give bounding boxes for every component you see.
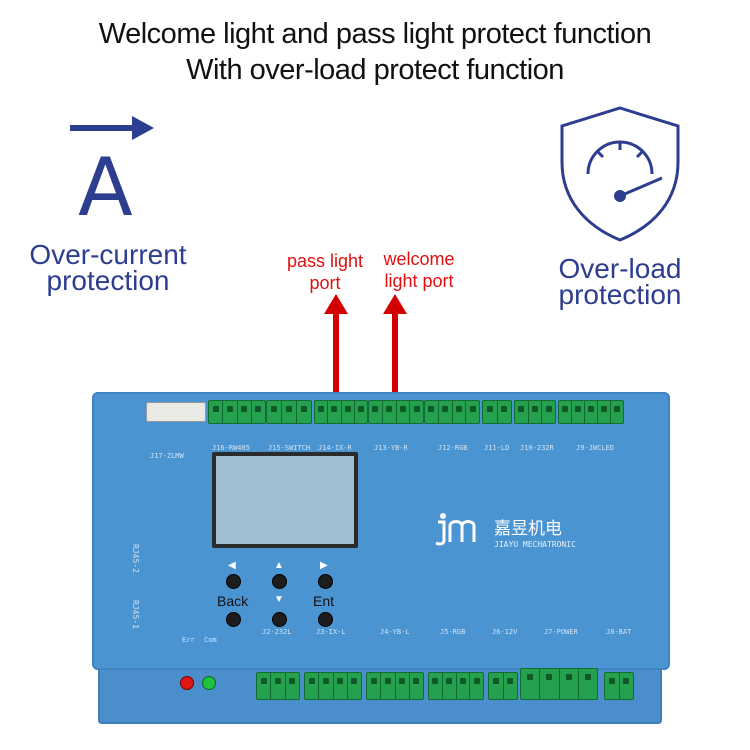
label-j12: J12-RGB [438,444,468,452]
welcome-light-port-label: welcome light port [364,248,474,292]
right-button[interactable] [318,574,333,589]
pass-light-port-label: pass light port [270,250,380,294]
bottom-terminal-1 [256,672,300,700]
label-rj45-2: RJ45-2 [131,544,140,573]
top-terminal-5 [424,400,480,424]
top-terminal-6 [482,400,512,424]
over-current-label: Over-current protection [8,239,208,296]
label-j6: J6-12V [492,628,518,636]
bottom-terminal-2 [304,672,362,700]
top-terminal-4 [368,400,424,424]
brand-name-en: JIAYU MECHATRONIC [494,540,576,549]
welcome-light-arrow-icon [381,294,409,398]
ent-button[interactable] [318,612,333,627]
label-j5: J5-RGB [440,628,466,636]
label-j14: J14-IX-R [318,444,352,452]
pass-light-line-1: pass light [286,251,364,271]
label-j8: J8-BAT [606,628,632,636]
label-j16: J16-RW485 [212,444,250,452]
label-j17: J17-ZLMW [150,452,184,460]
bottom-terminal-3 [366,672,424,700]
welcome-light-line-2: light port [384,271,454,291]
bottom-terminal-4 [428,672,484,700]
label-com: Com [204,636,217,644]
lcd-screen [212,452,358,548]
arrow-right-icon [68,114,154,144]
top-terminal-7 [514,400,556,424]
shield-gauge-icon [550,104,690,244]
top-terminal-2 [266,400,312,424]
brand-name-cn: 嘉昱机电 [494,519,562,539]
over-current-line-1: Over-current [29,239,187,270]
label-j2: J2-232L [262,628,292,636]
top-terminal-8 [558,400,624,424]
down-arrow-icon: ▼ [274,594,284,605]
top-terminal-3 [314,400,368,424]
bottom-terminal-7 [604,672,634,700]
label-rj45-1: RJ45-1 [131,600,140,629]
back-label: Back [217,593,249,609]
label-err: Err [182,636,195,644]
label-j3: J3-IX-L [316,628,346,636]
up-arrow-icon: ▲ [274,560,284,571]
welcome-light-line-1: welcome [383,249,455,269]
up-button[interactable] [272,574,287,589]
ampere-symbol: A [78,141,133,234]
over-current-line-2: protection [46,265,170,296]
heading-line-1: Welcome light and pass light protect fun… [98,18,652,50]
heading-line-2: With over-load protect function [186,54,564,86]
bottom-terminal-6 [520,668,598,700]
controller-board [92,392,670,670]
label-j11: J11-LD [484,444,510,452]
back-button[interactable] [226,612,241,627]
top-terminal-1 [208,400,266,424]
err-led-icon [180,676,194,690]
white-pin-header [146,402,206,422]
down-button[interactable] [272,612,287,627]
over-load-line-2: protection [558,279,682,310]
label-j13: J13-YB-R [374,444,408,452]
left-button[interactable] [226,574,241,589]
bottom-terminal-5 [488,672,518,700]
label-j10: J10-232R [520,444,554,452]
right-arrow-icon: ▶ [320,560,328,571]
jm-logo-icon [434,512,488,546]
over-load-label: Over-load protection [520,253,720,310]
label-j9: J9-JWCLED [576,444,614,452]
label-j4: J4-YB-L [380,628,410,636]
pass-light-arrow-icon [322,294,350,398]
left-arrow-icon: ◀ [228,560,236,571]
ent-label: Ent [313,593,335,609]
label-j15: J15-SWITCH [268,444,311,452]
label-j7: J7-POWER [544,628,578,636]
over-load-line-1: Over-load [558,253,682,284]
pass-light-line-2: port [309,273,341,293]
com-led-icon [202,676,216,690]
